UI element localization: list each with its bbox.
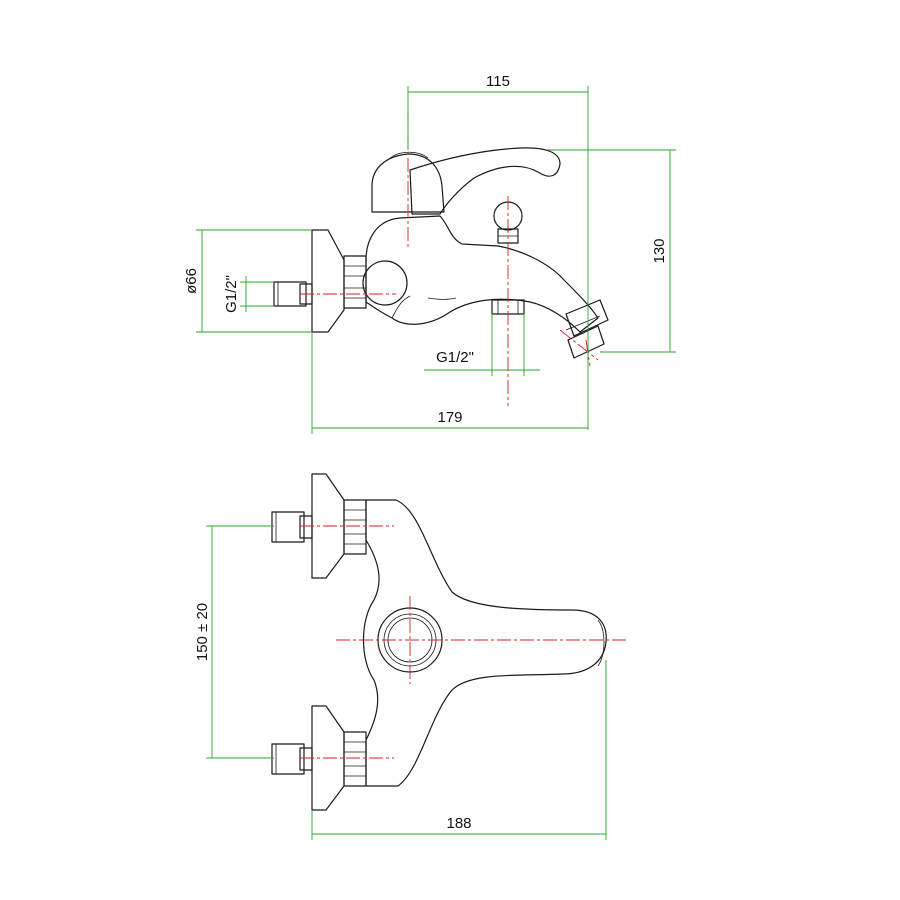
side-body-detail-2 [427, 297, 457, 300]
side-body-detail [391, 295, 411, 319]
dimension-outlet-thread: G1/2" [424, 314, 540, 376]
side-spout-centerline [559, 329, 599, 361]
dimension-inlet-thread: G1/2" [223, 275, 274, 313]
dimension-130-label: 130 [651, 238, 668, 263]
side-view: 115 130 ø66 G1/2" G1/2" [183, 73, 676, 434]
dimension-spacing: 150 ± 20 [194, 525, 274, 759]
dimension-115-label: 115 [486, 73, 510, 90]
top-lower-nut [343, 731, 367, 787]
dimension-flange-diameter: ø66 [183, 229, 312, 333]
side-wall-flange [311, 229, 345, 333]
dimension-flange-diameter-label: ø66 [183, 268, 200, 294]
dimension-130: 130 [548, 149, 676, 353]
top-upper-nut [343, 499, 367, 555]
dimension-188-label: 188 [446, 815, 471, 832]
top-view: 150 ± 20 188 [194, 473, 626, 840]
dimension-115: 115 [407, 73, 589, 430]
dimension-179-label: 179 [437, 409, 462, 426]
top-lower-connector [271, 743, 313, 775]
dimension-spacing-label: 150 ± 20 [194, 603, 211, 661]
dimension-inlet-thread-label: G1/2" [223, 275, 240, 313]
side-body-boss [362, 260, 408, 306]
dimension-188: 188 [311, 660, 607, 840]
top-nose-detail [597, 619, 605, 667]
side-body [365, 215, 599, 333]
top-body [362, 499, 607, 787]
top-upper-connector [271, 511, 313, 543]
side-lever-handle [409, 147, 561, 215]
dimension-179: 179 [311, 332, 588, 434]
dimension-outlet-thread-label: G1/2" [436, 349, 474, 366]
